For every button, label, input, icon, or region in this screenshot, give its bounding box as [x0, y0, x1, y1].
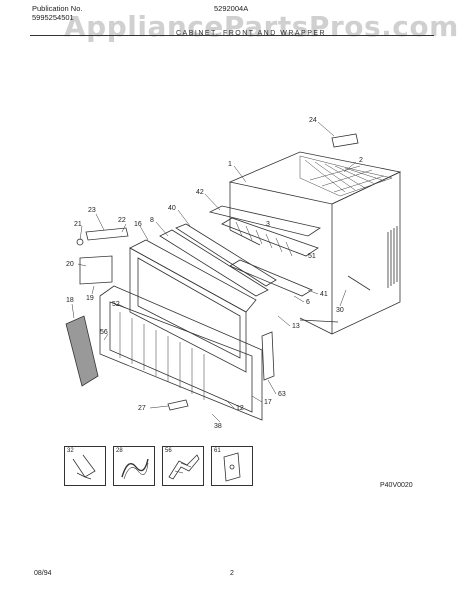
detail-box-label: 56 — [165, 448, 172, 454]
callout-3: 3 — [266, 221, 270, 228]
callout-22: 22 — [118, 217, 126, 224]
title-rule — [30, 35, 434, 36]
detail-box-32: 32 — [64, 446, 106, 486]
part-icon-28 — [121, 458, 149, 480]
model-number: 5292004A — [214, 4, 249, 13]
callout-23: 23 — [88, 207, 96, 214]
callout-12: 12 — [236, 405, 244, 412]
callout-2: 2 — [359, 157, 363, 164]
callout-20: 20 — [66, 261, 74, 268]
louver-panel — [221, 217, 319, 257]
callout-41: 41 — [320, 291, 328, 298]
callout-19: 19 — [86, 295, 94, 302]
front-louvers — [119, 312, 205, 400]
watermark: AppliancePartsPros.com — [64, 10, 459, 43]
callout-51: 51 — [308, 253, 316, 260]
detail-box-56: 56 — [162, 446, 204, 486]
callout-labels: 24 1 2 42 40 8 16 23 22 21 20 19 18 52 5… — [66, 117, 363, 430]
callout-42: 42 — [196, 189, 204, 196]
callout-30: 30 — [336, 307, 344, 314]
control-bracket — [79, 255, 113, 285]
callout-13: 13 — [292, 323, 300, 330]
part-icon-56 — [168, 454, 200, 480]
part-icon-61 — [223, 452, 241, 482]
drawing-code: P40V0020 — [380, 482, 413, 489]
callout-21: 21 — [74, 221, 82, 228]
callout-27: 27 — [138, 405, 146, 412]
callout-18: 18 — [66, 297, 74, 304]
callout-52: 52 — [112, 301, 120, 308]
detail-box-61: 61 — [211, 446, 253, 486]
side-bracket — [261, 331, 275, 381]
wrapper-grille — [299, 155, 393, 197]
page-number: 2 — [230, 570, 234, 577]
callout-38: 38 — [214, 423, 222, 430]
callout-56: 56 — [100, 329, 108, 336]
callout-6: 6 — [306, 299, 310, 306]
callout-8: 8 — [150, 217, 154, 224]
front-panel-inner — [109, 301, 253, 413]
detail-box-label: 32 — [67, 448, 74, 454]
detail-box-label: 28 — [116, 448, 123, 454]
detail-box-28: 28 — [113, 446, 155, 486]
publication-number: 5995254501 — [32, 13, 74, 22]
lower-bar — [229, 259, 313, 297]
wrapper-side — [331, 171, 401, 335]
footer-date: 08/94 — [34, 570, 52, 577]
label-tag — [331, 133, 359, 148]
section-title: CABINET, FRONT AND WRAPPER — [176, 30, 327, 37]
publication-label: Publication No. — [32, 4, 83, 13]
front-panel — [99, 285, 263, 421]
bracket-top — [85, 227, 129, 241]
louver-strip-2 — [175, 223, 277, 287]
callout-24: 24 — [309, 117, 317, 124]
detail-box-label: 61 — [214, 448, 221, 454]
louver-strip — [159, 229, 269, 297]
grille-frame — [129, 247, 247, 373]
grille-frame-inner — [137, 257, 241, 359]
filter — [65, 315, 99, 387]
callout-1: 1 — [228, 161, 232, 168]
part-icon-32 — [72, 454, 96, 480]
callout-40: 40 — [168, 205, 176, 212]
callout-17: 17 — [264, 399, 272, 406]
callout-63: 63 — [278, 391, 286, 398]
wrapper-vents — [387, 226, 398, 288]
handle — [167, 399, 189, 411]
callout-16: 16 — [134, 221, 142, 228]
